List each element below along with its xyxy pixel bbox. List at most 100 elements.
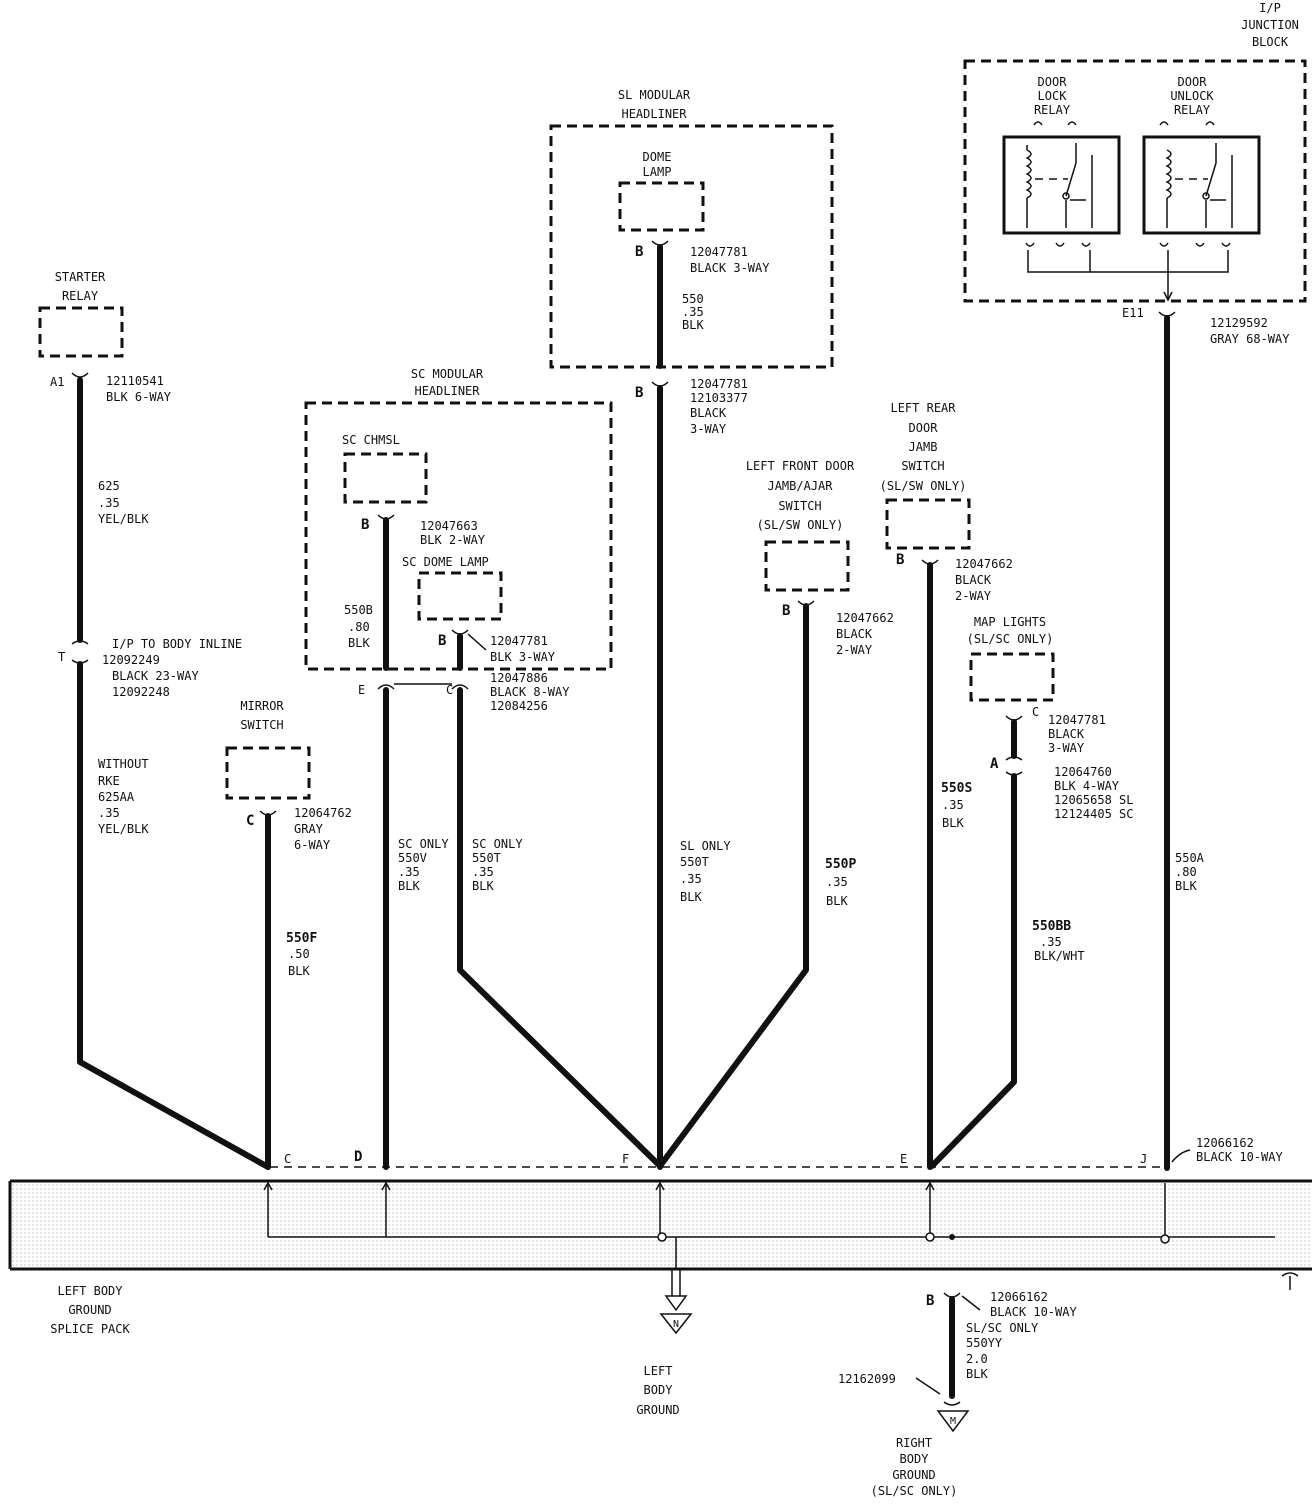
wire-550t-sc [457, 687, 663, 1169]
pin-e11: E11 [1122, 306, 1144, 320]
w550p-2: .35 [826, 875, 848, 889]
w550bb-1: 550BB [1032, 919, 1071, 934]
w550-1: 550 [682, 292, 704, 306]
sl-b2-conn-2: 12103377 [690, 391, 748, 405]
sc-dome-conn-2: BLK 3-WAY [490, 650, 556, 664]
pin-e-splice: E [900, 1152, 907, 1166]
w550b-1: 550B [344, 603, 373, 617]
sl-headliner-outline [549, 124, 834, 369]
pin-c-sc-hdr: C [446, 683, 453, 697]
inline-conn-4: 12092248 [112, 685, 170, 699]
map-lights-label-1: MAP LIGHTS [974, 615, 1046, 629]
sc-hdr-conn-mark [377, 683, 469, 690]
map-lights-label-2: (SL/SC ONLY) [967, 632, 1054, 646]
map-a-conn-3: 12065658 SL [1054, 793, 1133, 807]
pin-f-splice: F [622, 1152, 629, 1166]
starter-conn-mark [71, 372, 89, 378]
sc-hdr-conn-2: BLACK 8-WAY [490, 685, 570, 699]
map-c-conn-2: BLACK [1048, 727, 1085, 741]
left-ground-label-3: GROUND [636, 1403, 679, 1417]
dome-conn-2: BLACK 3-WAY [690, 261, 770, 275]
w550s-2: .35 [942, 798, 964, 812]
lf-door-conn-1: 12047662 [836, 611, 894, 625]
w550v-1: SC ONLY [398, 837, 449, 851]
w550yy-4: BLK [966, 1367, 988, 1381]
lf-door-label-1: LEFT FRONT DOOR [746, 459, 855, 473]
map-lights: MAP LIGHTS (SL/SC ONLY) [967, 615, 1055, 702]
sc-chmsl-label: SC CHMSL [342, 433, 400, 447]
mirror-conn-3: 6-WAY [294, 838, 331, 852]
door-lock-relay-symbol [1002, 121, 1121, 247]
ij-block-outline [963, 59, 1307, 303]
left-rear-door-switch: LEFT REAR DOOR JAMB SWITCH (SL/SW ONLY) [880, 401, 971, 550]
sl-b2-conn-3: BLACK [690, 406, 727, 420]
sc-hdr-conn-1: 12047886 [490, 671, 548, 685]
lr-door-label-4: SWITCH [901, 459, 944, 473]
w550a-2: .80 [1175, 865, 1197, 879]
pin-d-splice: D [354, 1149, 362, 1165]
sl-b2-conn-4: 3-WAY [690, 422, 727, 436]
w550bb-3: BLK/WHT [1034, 949, 1085, 963]
lf-door-label-3: SWITCH [778, 499, 821, 513]
w550s-1: 550S [941, 781, 972, 796]
ground-n-letter: N [673, 1319, 679, 1330]
door-unlock-relay-symbol [1142, 121, 1261, 247]
door-lock-relay-label-2: LOCK [1038, 89, 1068, 103]
pin-b-lr-door: B [896, 552, 904, 568]
w550t-sl-1: SL ONLY [680, 839, 731, 853]
lr-door-label-2: DOOR [909, 421, 939, 435]
sl-headliner-title-2: HEADLINER [621, 107, 687, 121]
left-ground-label-2: BODY [644, 1383, 674, 1397]
w550f-3: BLK [288, 964, 310, 978]
w550v-3: .35 [398, 865, 420, 879]
ground-n-symbol [659, 1313, 693, 1335]
door-lock-relay-label-1: DOOR [1038, 75, 1068, 89]
dome-lamp-outline [618, 181, 705, 232]
ij-title-3: BLOCK [1252, 35, 1289, 49]
sc-headliner-title-1: SC MODULAR [411, 367, 484, 381]
wire-550bb [929, 773, 1017, 1169]
dome-lamp-label-2: LAMP [643, 165, 672, 179]
right-ground-label-2: BODY [900, 1452, 930, 1466]
starter-conn-2: BLK 6-WAY [106, 390, 172, 404]
w550p-1: 550P [825, 857, 856, 872]
pin-b-chmsl: B [361, 517, 369, 533]
w550v-2: 550V [398, 851, 427, 865]
mirror-conn-1: 12064762 [294, 806, 352, 820]
chmsl-conn-2: BLK 2-WAY [420, 533, 486, 547]
pin-b-lf-door: B [782, 603, 790, 619]
w550t-sl-4: BLK [680, 890, 702, 904]
pin-c-splice: C [284, 1152, 291, 1166]
splice-b-conn-1: 12066162 [990, 1290, 1048, 1304]
sc-modular-headliner: SC MODULAR HEADLINER SC CHMSL SC DOME LA… [304, 367, 613, 671]
right-ground-label-3: GROUND [892, 1468, 935, 1482]
splice-b-conn-2: BLACK 10-WAY [990, 1305, 1077, 1319]
map-a-conn-mark [1005, 756, 1023, 776]
left-ground-label-1: LEFT [644, 1364, 673, 1378]
sc-dome-lamp-outline [417, 571, 503, 621]
w550-2: .35 [682, 305, 704, 319]
w625aa-1: WITHOUT [98, 757, 149, 771]
w550-3: BLK [682, 318, 704, 332]
lr-door-conn-1: 12047662 [955, 557, 1013, 571]
splice-pack: C D F E J 12066162 BLACK 10-WAY LEFT BOD… [8, 1136, 1312, 1336]
mirror-label-1: MIRROR [240, 699, 284, 713]
door-unlock-relay-label-2: UNLOCK [1170, 89, 1214, 103]
w550v-4: BLK [398, 879, 420, 893]
pin-b-splice: B [926, 1293, 934, 1309]
right-body-ground: RIGHT BODY GROUND (SL/SC ONLY) [871, 1436, 958, 1498]
pin-t: T [58, 650, 65, 664]
w550a-3: BLK [1175, 879, 1197, 893]
w625-3: YEL/BLK [98, 512, 149, 526]
w550t-sc-3: .35 [472, 865, 494, 879]
splice-conn-2: BLACK 10-WAY [1196, 1150, 1283, 1164]
pin-a1: A1 [50, 375, 64, 389]
left-front-door-switch: LEFT FRONT DOOR JAMB/AJAR SWITCH (SL/SW … [746, 459, 855, 592]
sc-dome-lamp-label: SC DOME LAMP [402, 555, 489, 569]
right-ground-conn: 12162099 [838, 1372, 896, 1386]
ground-m-symbol [936, 1410, 970, 1433]
w550t-sc-4: BLK [472, 879, 494, 893]
lf-door-label-2: JAMB/AJAR [767, 479, 833, 493]
w550t-sc-2: 550T [472, 851, 501, 865]
